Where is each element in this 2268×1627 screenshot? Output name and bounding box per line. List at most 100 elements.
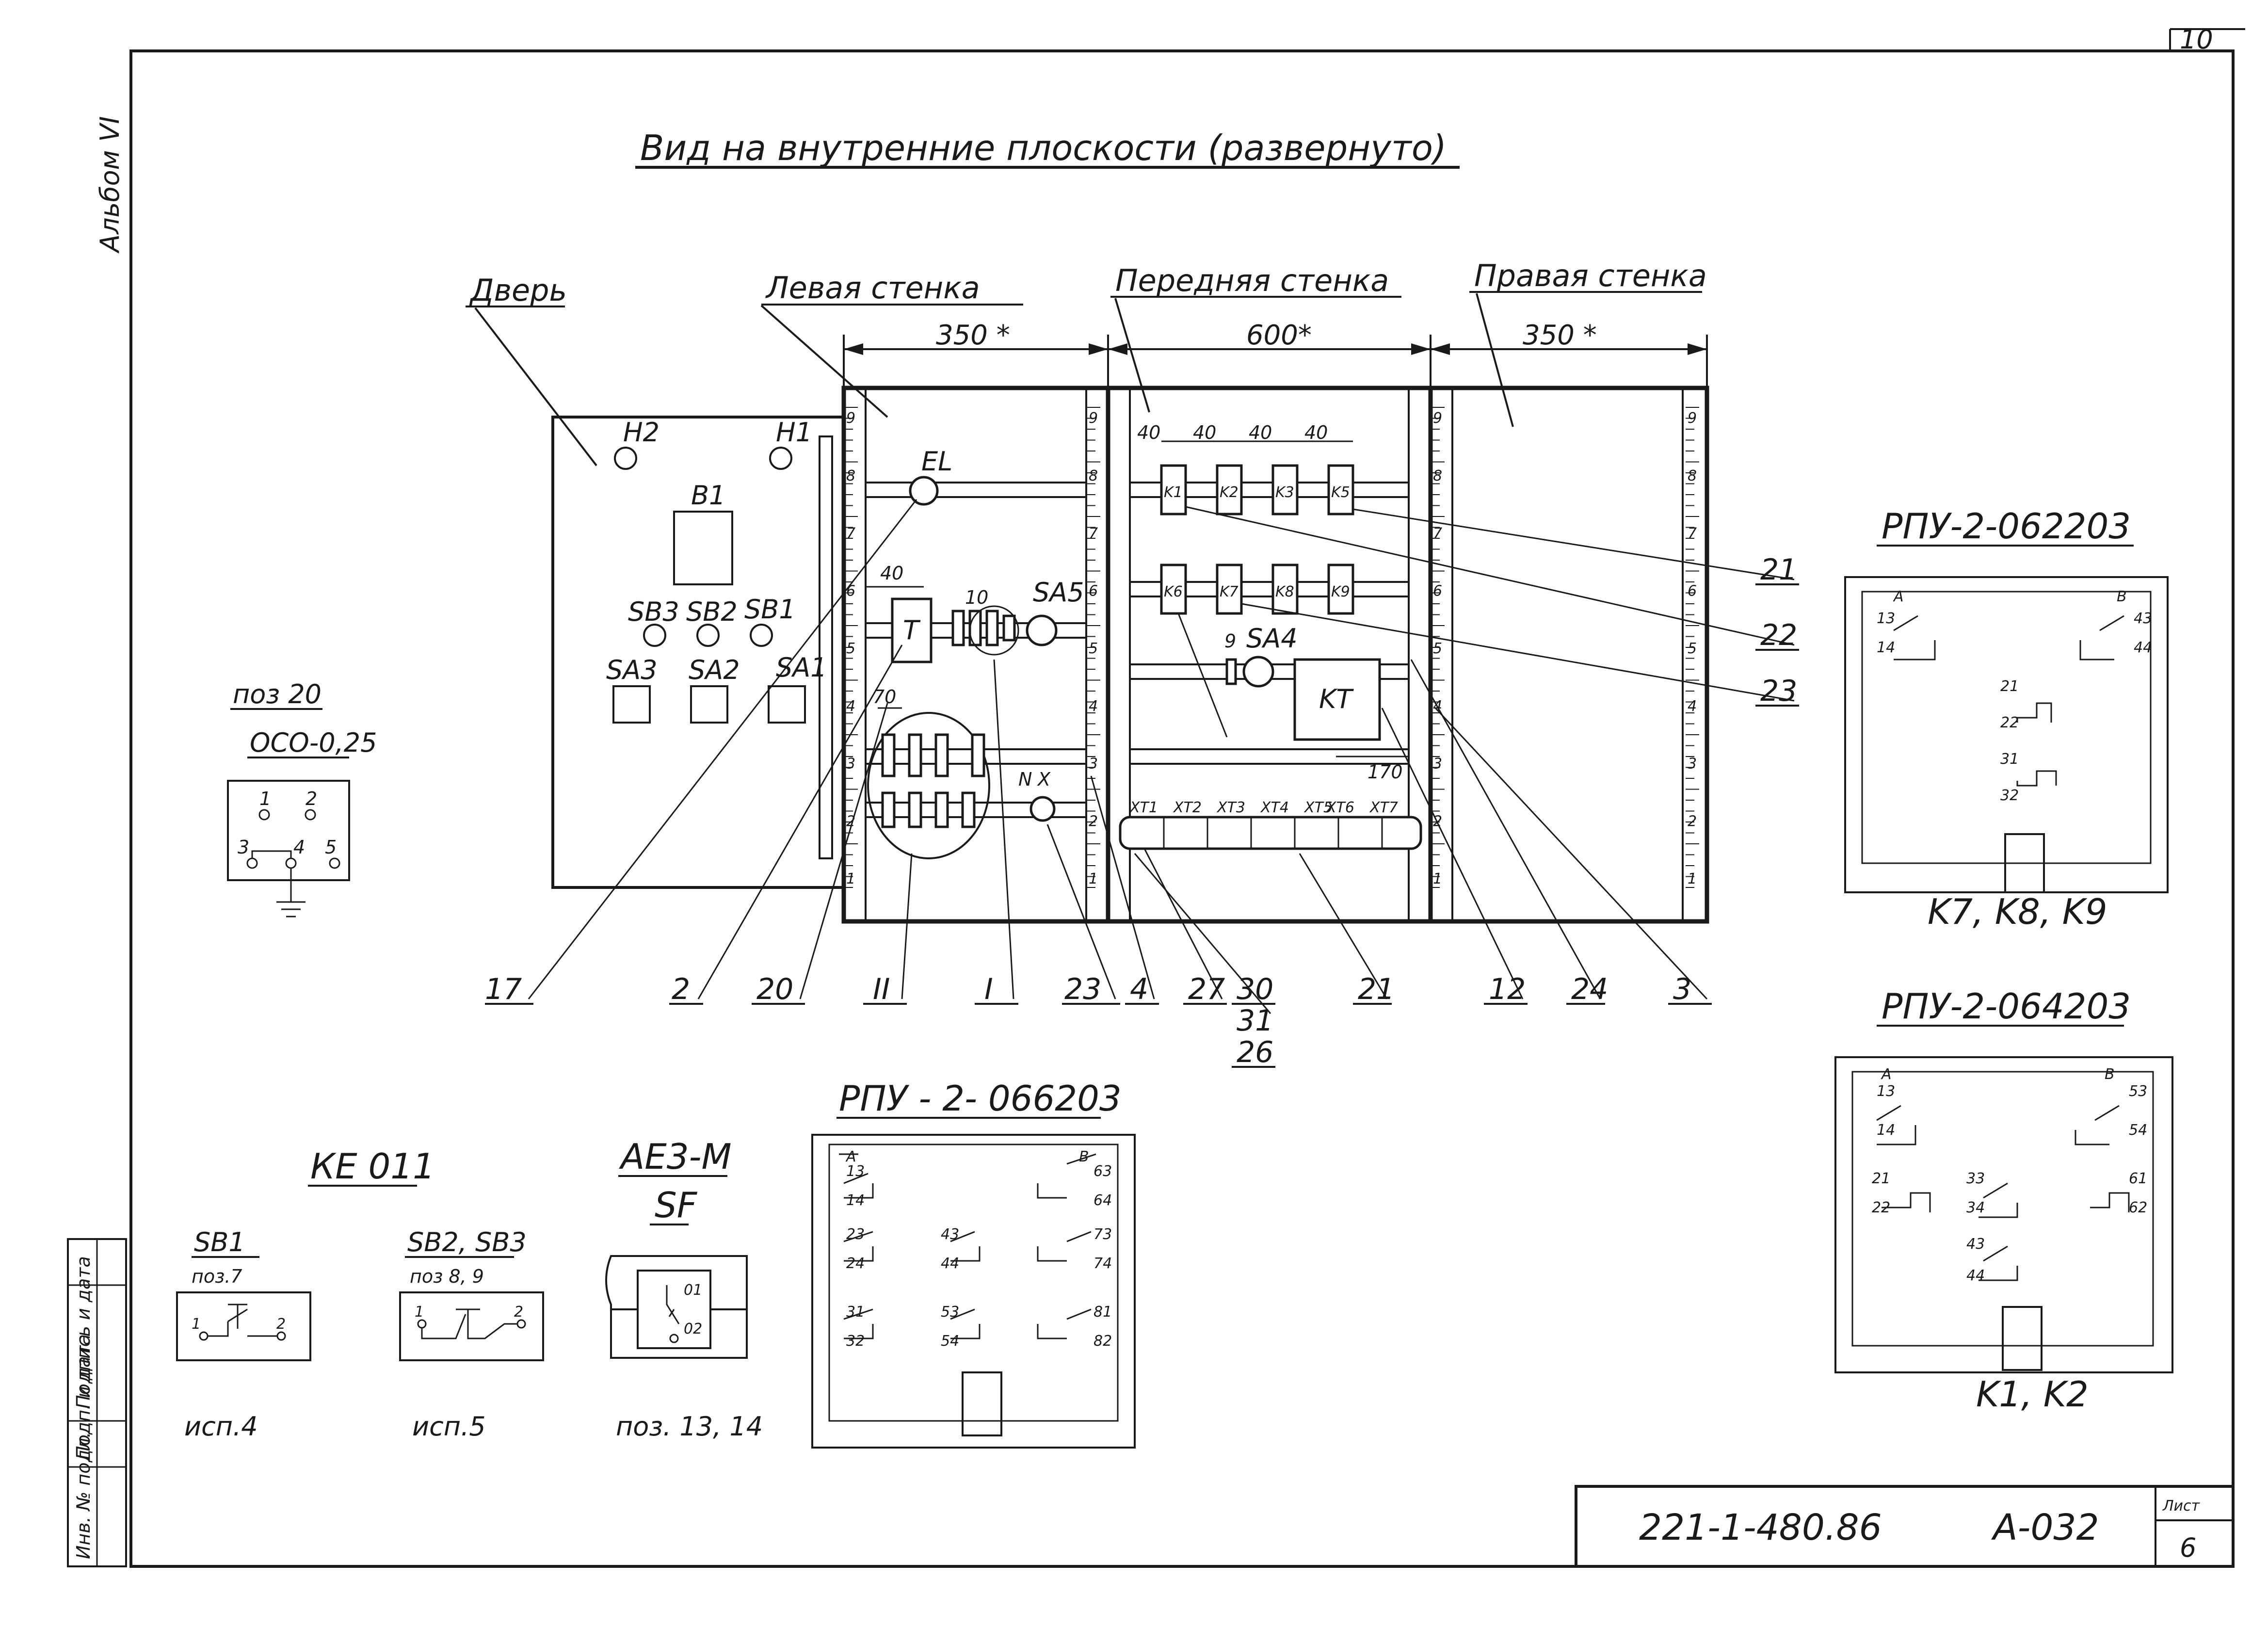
leader-31: 31 — [1237, 1004, 1273, 1038]
svg-text:31: 31 — [846, 1304, 865, 1321]
leader-21-bottom: 21 — [1358, 972, 1395, 1006]
label-xt1: XT1 — [1129, 799, 1158, 816]
wall-label-left: Левая стенка — [765, 270, 980, 306]
rpu064-symbol — [1834, 1056, 2173, 1373]
relay-k7 — [1216, 564, 1243, 615]
scale-tick-label: 9 — [1433, 410, 1442, 427]
svg-text:43: 43 — [2134, 610, 2152, 627]
rpu066-terminals: А 13 14 В 63 64 23 24 43 44 73 74 31 32 … — [845, 1148, 1112, 1350]
label-k9: K9 — [1331, 583, 1350, 600]
scale-tick-label: 6 — [1688, 582, 1697, 599]
svg-text:21: 21 — [2000, 678, 2019, 695]
leader-i: I — [984, 972, 993, 1006]
label-kt: KT — [1319, 684, 1354, 714]
rpu064-caption: K1, K2 — [1976, 1374, 2089, 1415]
svg-text:73: 73 — [1094, 1226, 1112, 1243]
svg-text:54: 54 — [2129, 1122, 2147, 1139]
sb23-symbol — [399, 1291, 544, 1361]
sb1-exec: исп.4 — [184, 1411, 258, 1442]
sheet-frame: 10 — [129, 24, 2245, 1568]
switch-sa2-icon — [690, 685, 728, 724]
dim-pitch-3: 40 — [1249, 422, 1272, 443]
terminal-labels: XT1 XT2 XT3 XT4 XT5 XT6 XT7 — [1129, 799, 1398, 816]
stamp-sheet: 6 — [2180, 1532, 2196, 1563]
leader-20: 20 — [756, 972, 793, 1006]
scale-tick-label: 3 — [1433, 756, 1442, 773]
svg-text:53: 53 — [2129, 1083, 2147, 1100]
svg-text:54: 54 — [941, 1333, 959, 1350]
relay-k5 — [1327, 464, 1354, 515]
leader-21-right: 21 — [1760, 553, 1797, 587]
svg-text:43: 43 — [941, 1226, 959, 1243]
leader-22-right: 22 — [1760, 618, 1797, 652]
rpu064-title: РПУ-2-064203 — [1882, 986, 2131, 1027]
sb1-pos: поз.7 — [192, 1266, 242, 1287]
label-sa2: SA2 — [689, 655, 740, 685]
sb23-t2: 2 — [514, 1304, 523, 1321]
label-x: X — [1037, 769, 1051, 790]
label-el: EL — [921, 446, 952, 477]
side-table-sign-date: Подпись и дата — [73, 1256, 94, 1409]
label-b1: B1 — [691, 480, 725, 511]
pos20-model: ОСО-0,25 — [250, 727, 377, 758]
leader-shelves — [485, 1003, 1712, 1068]
svg-text:74: 74 — [1094, 1255, 1112, 1272]
sb1-t1: 1 — [192, 1316, 201, 1333]
leader-23: 23 — [1064, 972, 1101, 1006]
leader-2: 2 — [672, 972, 690, 1006]
stamp-sheet-label: Лист — [2162, 1498, 2201, 1514]
terminal-block — [1119, 816, 1422, 850]
album-label: Альбом VI — [95, 116, 125, 254]
ae-t1: 01 — [684, 1282, 702, 1299]
label-k2: K2 — [1220, 484, 1239, 501]
label-xt2: XT2 — [1173, 799, 1202, 816]
switch-sa3-icon — [612, 685, 651, 724]
wall-label-right: Правая стенка — [1474, 258, 1707, 293]
label-sa4: SA4 — [1246, 623, 1298, 654]
side-table-sign: Подп. и дата — [73, 1334, 94, 1460]
dim-right-width: 350 * — [1523, 320, 1597, 351]
scale-tick-label: 4 — [846, 698, 855, 715]
dimension-lines — [843, 335, 1708, 388]
scale-tick-label: 8 — [846, 467, 855, 484]
scale-tick-label: 4 — [1089, 698, 1098, 715]
sb23-exec: исп.5 — [412, 1411, 486, 1442]
label-k3: K3 — [1275, 484, 1294, 501]
svg-text:44: 44 — [941, 1255, 959, 1272]
dim-front-width: 600* — [1246, 320, 1312, 351]
label-xt6: XT6 — [1325, 799, 1354, 816]
label-xt3: XT3 — [1216, 799, 1245, 816]
svg-text:82: 82 — [1094, 1333, 1112, 1350]
label-sa3: SA3 — [606, 655, 658, 685]
scale-tick-label: 8 — [1688, 467, 1697, 484]
relay-k9 — [1327, 564, 1354, 615]
scale-tick-label: 6 — [1089, 582, 1098, 599]
label-k8: K8 — [1275, 583, 1294, 600]
svg-text:А: А — [1881, 1066, 1892, 1083]
button-sb2-icon — [696, 624, 720, 647]
svg-text:14: 14 — [846, 1192, 865, 1209]
sb23-t1: 1 — [415, 1304, 424, 1321]
svg-text:14: 14 — [1877, 1122, 1895, 1139]
label-k7: K7 — [1220, 583, 1239, 600]
label-h2: H2 — [623, 417, 659, 448]
pos20-t5: 5 — [325, 837, 337, 858]
group-ii-outline — [867, 712, 990, 859]
scale-tick-label: 7 — [1089, 525, 1098, 542]
socket-x-icon — [1029, 796, 1056, 822]
pos20-label: поз 20 — [233, 679, 322, 709]
label-sb3: SB3 — [628, 596, 679, 627]
svg-text:44: 44 — [1966, 1267, 1985, 1284]
rpu066-symbol — [811, 1134, 1136, 1449]
lamp-h2-icon — [614, 447, 637, 470]
sb1-t2: 2 — [276, 1316, 286, 1333]
switch-sa1-icon — [768, 685, 806, 724]
svg-text:А: А — [845, 1148, 856, 1165]
scale-tick-label: 7 — [1433, 525, 1442, 542]
wall-label-door: Дверь — [469, 273, 567, 308]
rpu062-caption: K7, K8, K9 — [1928, 891, 2107, 932]
label-n: N — [1018, 769, 1032, 790]
rpu066-title: РПУ - 2- 066203 — [839, 1078, 1122, 1119]
scale-tick-label: 5 — [1433, 640, 1442, 657]
sb23-pos: поз 8, 9 — [410, 1266, 484, 1287]
